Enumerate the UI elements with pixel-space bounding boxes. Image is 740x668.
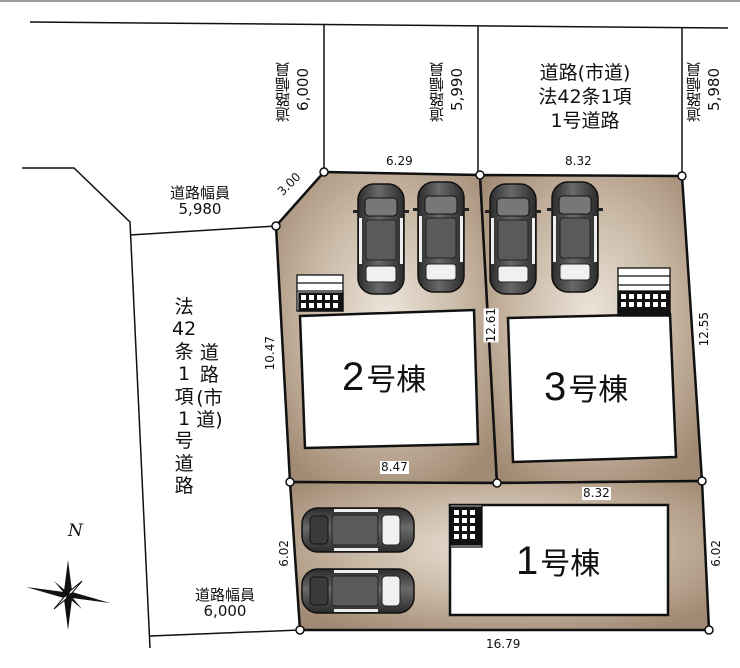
road-char: 路 <box>199 364 219 387</box>
building-2-label: 2 号棟 <box>342 356 426 398</box>
road-width-top-mid: 道路幅員 <box>428 62 446 122</box>
top-border <box>0 0 740 2</box>
balcony-grids <box>296 267 671 548</box>
road-width-top-mid-value: 5,990 <box>448 68 466 111</box>
road-char: 道) <box>196 409 223 432</box>
dim-lot3-right: 12.55 <box>697 312 711 347</box>
road-char: 条 <box>174 340 194 363</box>
car-icon <box>352 183 410 295</box>
building-number: 3 <box>544 365 567 409</box>
road-width-top-right: 道路幅員 <box>685 62 703 122</box>
dim-lot2-top: 6.29 <box>386 154 413 168</box>
road-char: 路 <box>174 475 194 498</box>
road-width-value: 5,980 <box>178 199 222 218</box>
building-3-outline <box>506 312 678 464</box>
north-label: N <box>68 521 83 541</box>
balcony-1 <box>449 504 483 548</box>
road-width-label: 道路幅員 <box>169 184 230 202</box>
car-icon <box>546 181 604 293</box>
building-suffix: 号棟 <box>568 373 629 408</box>
road-width-left-bottom: 道路幅員 6,000 <box>175 586 275 620</box>
buildings <box>298 308 678 617</box>
road-char: 道 <box>174 452 194 475</box>
building-2-outline <box>298 308 480 450</box>
dim-lot2-left: 10.47 <box>263 336 277 371</box>
dim-lot2-3-divider: 12.61 <box>484 308 499 343</box>
road-name-line: 1号道路 <box>550 109 620 132</box>
building-number: 1 <box>516 539 539 583</box>
road-name-top: 道路(市道) 法42条1項 1号道路 <box>500 62 670 133</box>
dim-lot3-top: 8.32 <box>565 154 592 168</box>
car-icon <box>301 568 415 614</box>
road-char: 号 <box>174 430 194 453</box>
building-suffix: 号棟 <box>366 363 427 398</box>
road-width-top-left: 道路幅員 <box>274 62 292 122</box>
road-char: 道 <box>199 342 219 364</box>
road-width-value: 6,000 <box>203 601 247 620</box>
balcony-2 <box>296 274 344 312</box>
road-width-top-right-value: 5,980 <box>705 68 723 111</box>
road-char: 法 <box>174 296 194 318</box>
road-name-col-1: 法 42 条 1 項 1 号 道 路 <box>172 296 196 498</box>
road-width-label: 道路幅員 <box>194 586 255 604</box>
road-char: 項 <box>174 385 194 408</box>
road-name-line: 道路(市道) <box>539 62 631 84</box>
dim-lot1-left: 6.02 <box>277 540 291 567</box>
road-char: 42 <box>172 318 197 341</box>
boundary-markers <box>271 167 714 635</box>
road-name-col-2: 道 路 (市 道) <box>196 342 222 498</box>
car-icon <box>484 183 542 295</box>
road-name-line: 法42条1項 <box>538 85 632 108</box>
road-width-left-top: 道路幅員 5,980 <box>150 184 250 218</box>
road-char: (市 <box>196 386 223 409</box>
dim-lot1-bottom: 16.79 <box>486 637 521 651</box>
dim-lot3-bottom: 8.32 <box>582 486 611 500</box>
dim-lot2-bottom: 8.47 <box>380 460 409 474</box>
building-number: 2 <box>342 355 365 399</box>
dim-lot1-right: 6.02 <box>709 540 723 567</box>
car-icon <box>301 507 415 553</box>
car-icon <box>412 181 470 293</box>
road-lines <box>22 21 729 649</box>
building-1-label: 1 号棟 <box>516 540 600 582</box>
road-char: 1 <box>178 363 191 386</box>
road-width-label: 道路幅員 <box>274 62 292 122</box>
building-1-outline <box>448 503 670 617</box>
road-width-top-left-value: 6,000 <box>294 68 312 111</box>
building-suffix: 号棟 <box>540 547 601 582</box>
balcony-3 <box>617 267 671 317</box>
compass-rose-icon <box>26 560 110 630</box>
building-3-label: 3 号棟 <box>544 366 628 408</box>
road-char: 1 <box>178 408 191 431</box>
road-name-left: 法 42 条 1 項 1 号 道 路 道 路 (市 道) <box>172 296 223 498</box>
